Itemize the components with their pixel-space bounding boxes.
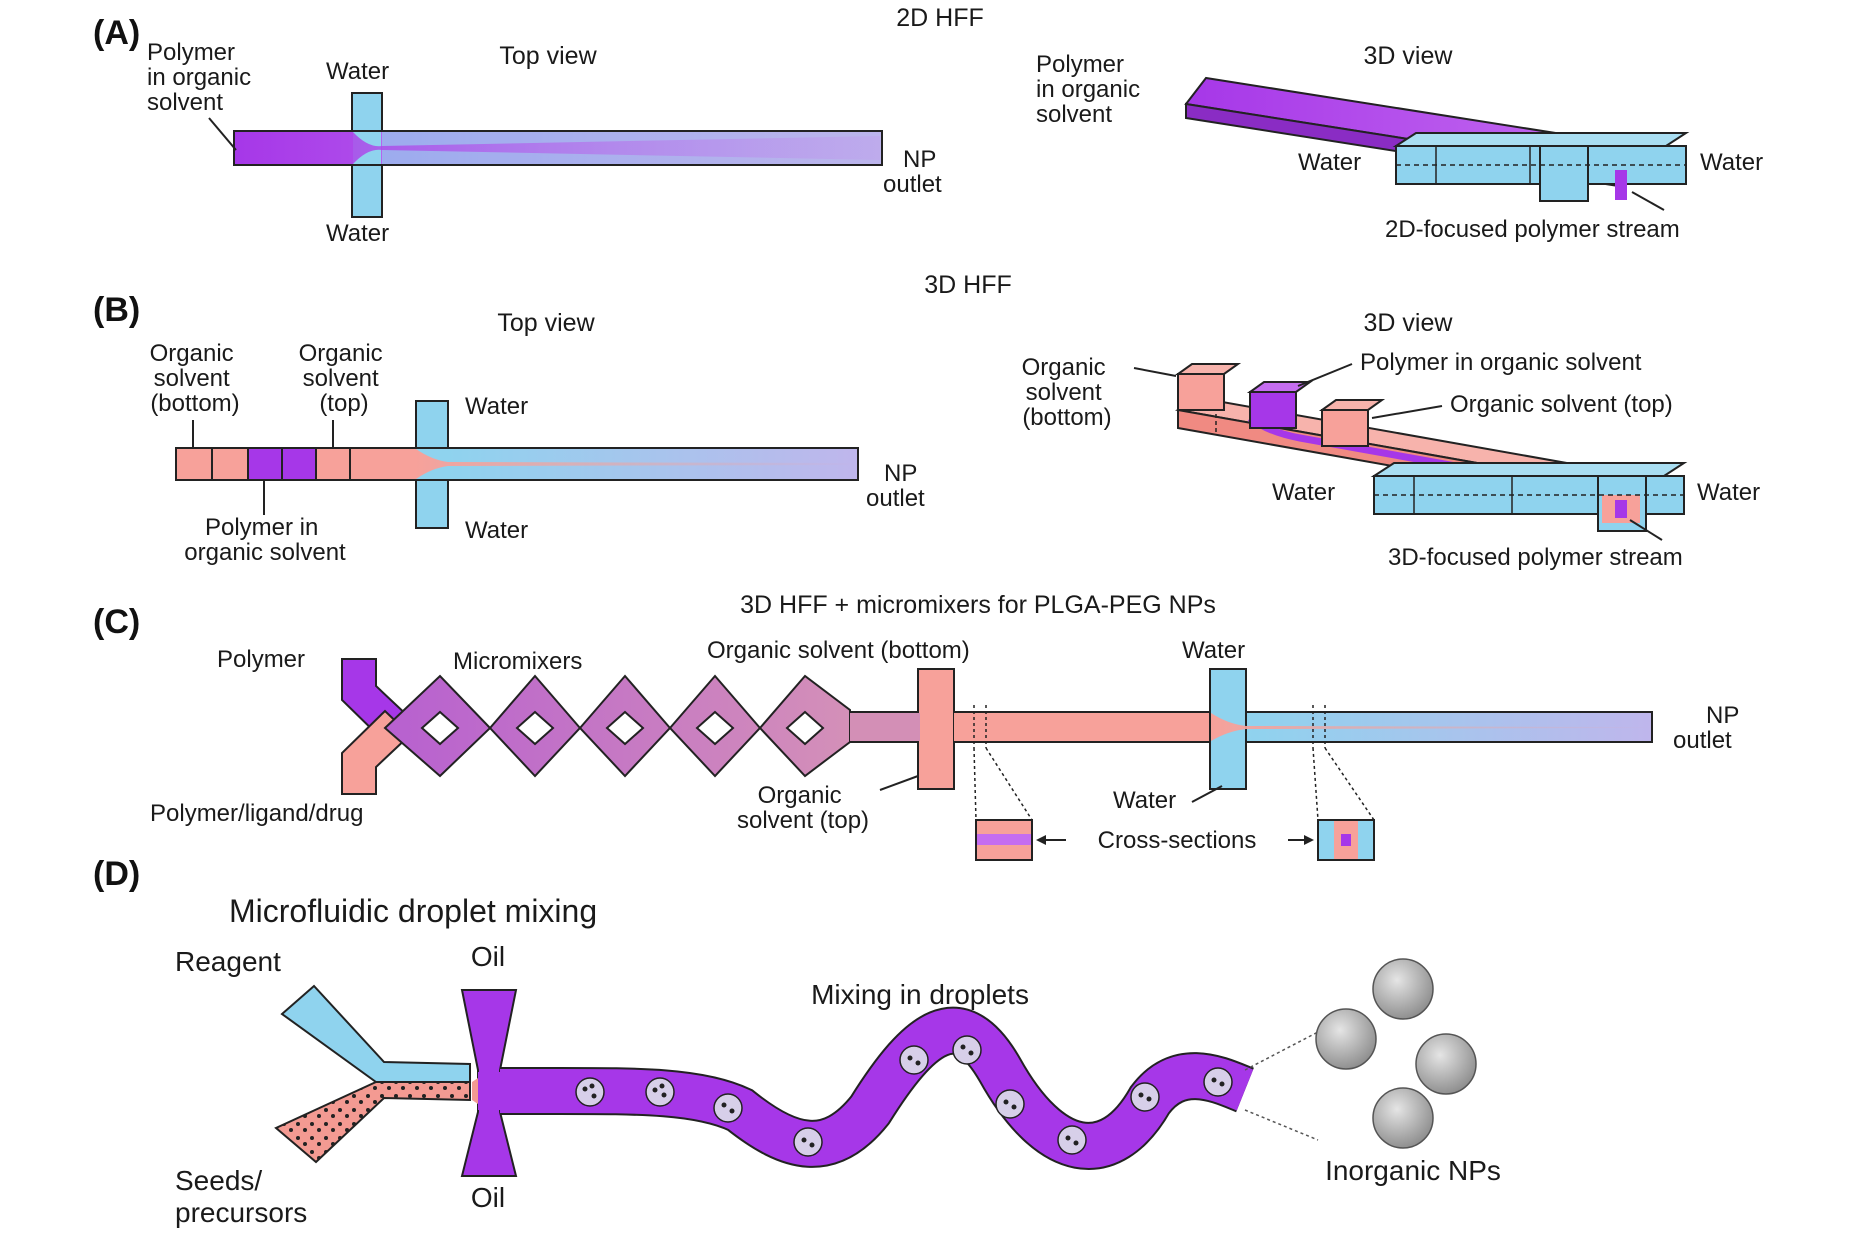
svg-text:NP outlet: NP outlet xyxy=(883,146,943,198)
water-channel-3d xyxy=(1392,132,1690,147)
water-top-label: Water xyxy=(1182,637,1245,664)
label-line: (bottom) xyxy=(150,390,239,417)
polymer-ligand-drug-label: Polymer/ligand/drug xyxy=(150,800,363,827)
svg-text:NP outlet: NP outlet xyxy=(866,460,925,512)
panel-c-title: 3D HFF + micromixers for PLGA-PEG NPs xyxy=(740,591,1216,619)
organic-top-inlet-box xyxy=(1318,399,1386,447)
label-line: Polymer xyxy=(147,39,235,66)
svg-text:Polymer in organic: Polymer in organic solvent xyxy=(1036,51,1147,128)
label-line: NP xyxy=(1706,702,1739,729)
label-line: solvent xyxy=(1026,379,1102,406)
inorganic-nanoparticles xyxy=(1315,958,1477,1149)
label-line: outlet xyxy=(883,171,942,198)
svg-text:Polymer in organic solve: Polymer in organic solvent xyxy=(184,514,346,566)
focused-stream-core xyxy=(1615,170,1627,200)
water-bottom-label: Water xyxy=(326,220,389,247)
water-right-label: Water xyxy=(1697,479,1760,506)
water-bottom-label: Water xyxy=(465,517,528,544)
water-right-label: Water xyxy=(1700,149,1763,176)
panel-c-diagram: Polymer Micromixers Organic solvent (bot… xyxy=(150,637,1746,861)
cross-sections-label: Cross-sections xyxy=(1098,827,1257,854)
label-line: precursors xyxy=(175,1197,307,1228)
focused-stream-core xyxy=(1615,500,1627,518)
mixing-label: Mixing in droplets xyxy=(811,979,1029,1010)
label-line: solvent (top) xyxy=(737,807,869,834)
label-line: Seeds/ xyxy=(175,1165,262,1196)
cross-section-organic xyxy=(975,819,1033,861)
label-line: in organic xyxy=(1036,76,1140,103)
micromixers-label: Micromixers xyxy=(453,648,582,675)
label-line: (top) xyxy=(319,390,368,417)
label-line: Organic xyxy=(299,340,383,367)
label-line: Organic xyxy=(1022,354,1106,381)
water-left-label: Water xyxy=(1272,479,1335,506)
panel-b-top-view: Top view Organic solvent (bottom) Organi… xyxy=(150,309,925,566)
label-line: Polymer in xyxy=(205,514,318,541)
label-line: solvent xyxy=(154,365,230,392)
label-line: NP xyxy=(903,146,936,173)
water-channel-3d xyxy=(1370,462,1688,477)
stream-label: 2D-focused polymer stream xyxy=(1385,216,1680,243)
panel-b-3d-view: 3D view Organic solvent (botto xyxy=(1022,309,1760,571)
svg-text:Seeds/ precursors: Seeds/ precursors xyxy=(175,1165,307,1228)
micromixers xyxy=(383,674,851,778)
panel-a-3d-view: 3D view Polymer in organic solvent Water… xyxy=(1036,42,1763,243)
droplets xyxy=(575,1035,1233,1157)
panel-b-top-view-heading: Top view xyxy=(497,309,595,337)
label-line: Organic xyxy=(150,340,234,367)
water-top-label: Water xyxy=(465,393,528,420)
panel-c-label: (C) xyxy=(93,603,140,641)
oil-top-label: Oil xyxy=(471,941,505,972)
organic-bottom-inlet-box xyxy=(1174,363,1242,411)
focused-stream xyxy=(416,449,856,479)
stream-label: 3D-focused polymer stream xyxy=(1388,544,1683,571)
panel-d-title: Microfluidic droplet mixing xyxy=(229,893,597,929)
label-line: Organic xyxy=(758,782,842,809)
panel-b-3d-view-heading: 3D view xyxy=(1364,309,1454,337)
panel-b-title: 3D HFF xyxy=(924,271,1012,299)
polymer-label: Polymer xyxy=(217,646,305,673)
water-bottom-label: Water xyxy=(1113,787,1176,814)
panel-a-label: (A) xyxy=(93,14,140,52)
inorganic-label: Inorganic NPs xyxy=(1325,1155,1501,1186)
label-line: solvent xyxy=(303,365,379,392)
water-left-label: Water xyxy=(1298,149,1361,176)
svg-text:Organic solvent (top): Organic solvent (top) xyxy=(737,782,869,834)
label-line: solvent xyxy=(147,89,223,116)
panel-a-3d-view-heading: 3D view xyxy=(1364,42,1454,70)
svg-text:Organic solvent (b: Organic solvent (bottom) xyxy=(1022,354,1113,431)
label-line: outlet xyxy=(1673,727,1732,754)
label-line: NP xyxy=(884,460,917,487)
svg-text:Organic solvent (t: Organic solvent (top) xyxy=(299,340,390,417)
svg-text:Polymer in organic: Polymer in organic solvent xyxy=(147,39,258,116)
panel-a-top-view: Top view Polymer in organic solvent Wate… xyxy=(147,39,943,247)
organic-top-label: Organic solvent (top) xyxy=(1450,391,1673,418)
focused-polymer-stream xyxy=(234,132,880,164)
label-line: (bottom) xyxy=(1022,404,1111,431)
panel-b-label: (B) xyxy=(93,291,140,329)
svg-text:NP outlet: NP outlet xyxy=(1673,702,1746,754)
oil-bottom-label: Oil xyxy=(471,1182,505,1213)
label-line: solvent xyxy=(1036,101,1112,128)
reagent-label: Reagent xyxy=(175,946,281,977)
reagent-inlet xyxy=(280,984,471,1083)
panel-a-title: 2D HFF xyxy=(896,4,984,32)
seeds-inlet xyxy=(274,1081,471,1164)
polymer-inlet-box xyxy=(1246,381,1314,429)
svg-text:Organic solvent (b: Organic solvent (bottom) xyxy=(150,340,241,417)
label-line: Polymer xyxy=(1036,51,1124,78)
polymer-label: Polymer in organic solvent xyxy=(1360,349,1642,376)
label-line: outlet xyxy=(866,485,925,512)
panel-d-diagram: Reagent Oil Oil Mixing in droplets Seeds… xyxy=(175,941,1501,1228)
panel-a-top-view-heading: Top view xyxy=(499,42,597,70)
water-top-label: Water xyxy=(326,58,389,85)
organic-bottom-label: Organic solvent (bottom) xyxy=(707,637,970,664)
panel-d-label: (D) xyxy=(93,855,140,893)
label-line: organic solvent xyxy=(184,539,346,566)
cross-section-water xyxy=(1317,819,1375,861)
label-line: in organic xyxy=(147,64,251,91)
